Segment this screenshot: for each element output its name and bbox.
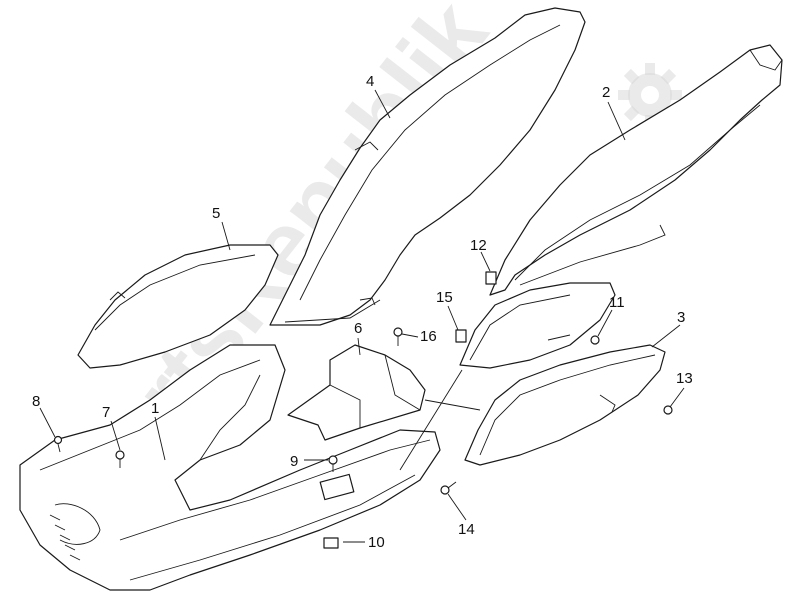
screw-11-icon [590,335,600,345]
callout-8: 8 [32,393,40,410]
callout-12: 12 [470,237,487,254]
callout-2: 2 [602,84,610,101]
side-panel-left [269,7,586,326]
screw-13-icon [663,405,673,415]
screw-14-icon [440,481,457,495]
screw-7-icon [115,450,125,468]
inner-side-panel [459,282,616,369]
clip-15-icon [455,329,467,343]
side-panel-right [489,44,783,296]
callout-10: 10 [368,534,385,551]
front-cover-small [77,244,279,369]
callout-7: 7 [102,404,110,421]
floor-panel [19,344,441,591]
callout-3: 3 [677,309,685,326]
leader-lines [39,89,685,543]
callout-9: 9 [290,453,298,470]
screw-16-icon [393,327,403,346]
callout-labels: 1 2 3 4 5 6 7 8 9 10 11 12 13 14 15 16 [32,73,693,551]
lower-cover-right [464,344,666,466]
screw-8-icon [53,435,63,453]
fasteners [53,271,673,549]
callout-14: 14 [458,521,475,538]
callout-5: 5 [212,205,220,222]
callout-1: 1 [151,400,159,417]
callout-11: 11 [609,294,625,311]
callout-13: 13 [676,370,693,387]
callout-15: 15 [436,289,453,306]
callout-6: 6 [354,320,362,337]
center-bracket [287,344,426,441]
clip-12-icon [485,271,497,285]
clip-10-icon [323,537,339,549]
screw-9-icon [328,455,338,472]
callout-4: 4 [366,73,374,90]
callout-16: 16 [420,328,437,345]
